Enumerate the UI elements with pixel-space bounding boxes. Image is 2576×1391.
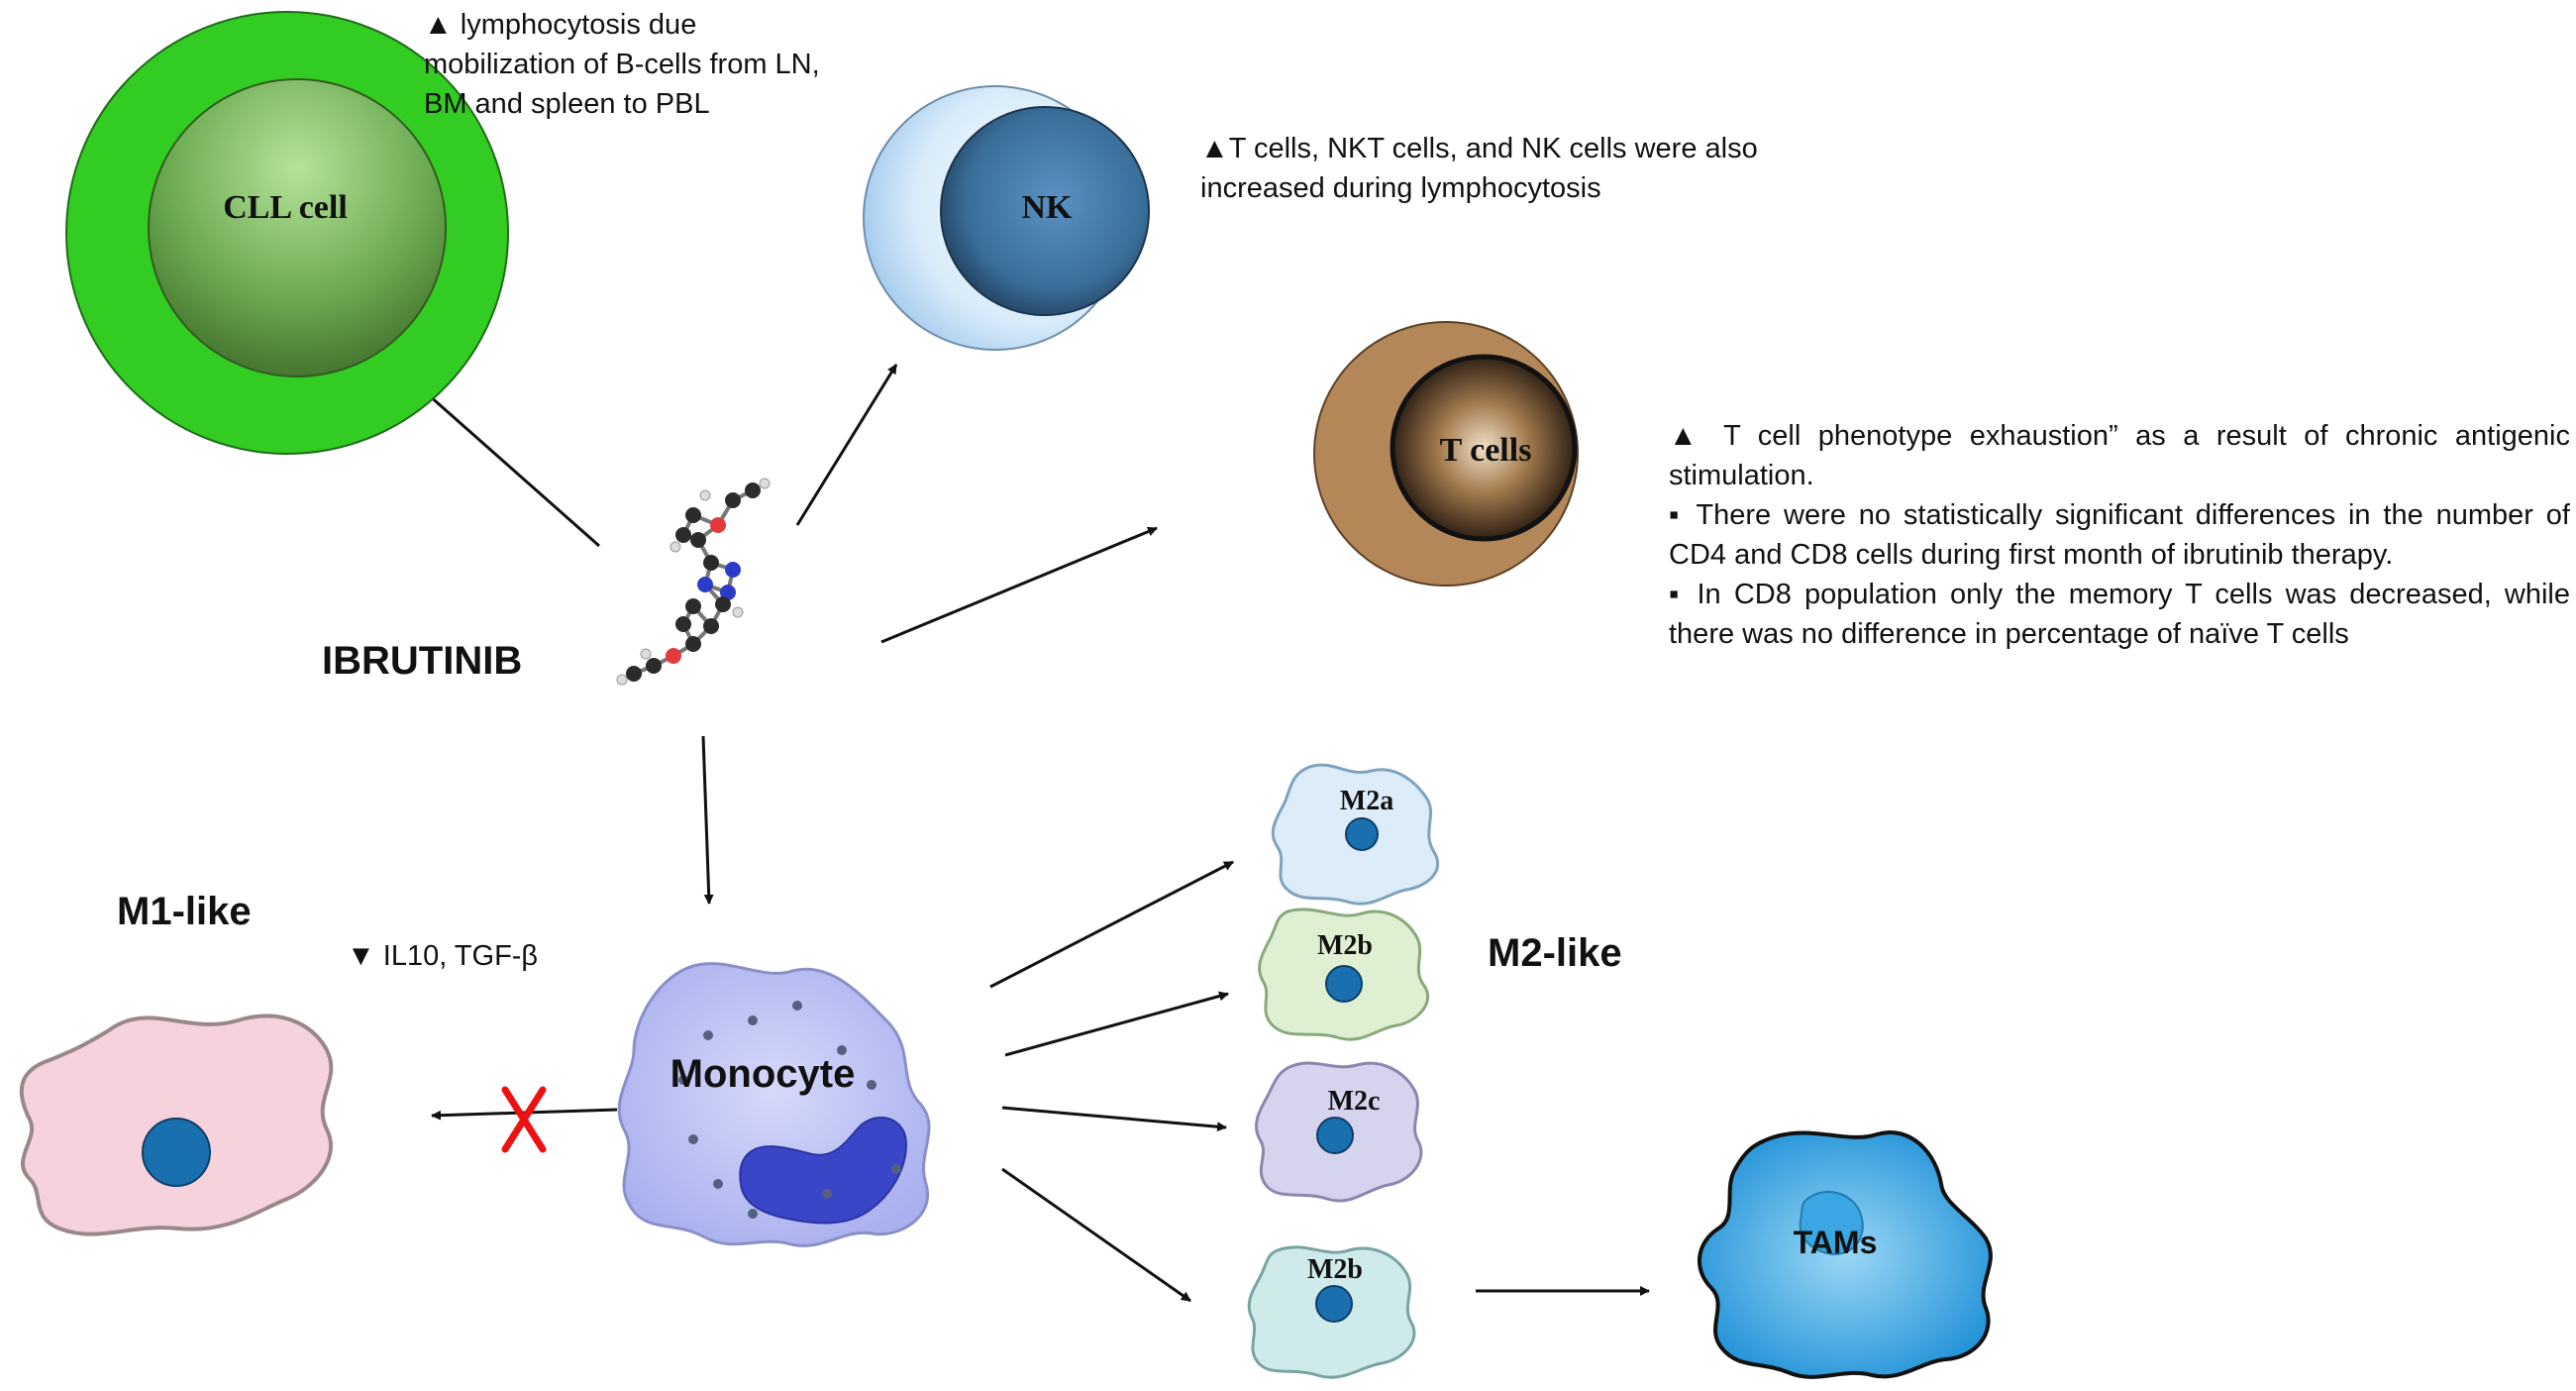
ibrutinib-molecule-icon: [616, 478, 771, 686]
m2a-macrophage: M2a: [1271, 763, 1440, 906]
nk-cell: NK: [863, 85, 1150, 351]
tams-label: TAMs: [1794, 1225, 1878, 1260]
ibrutinib-label: IBRUTINIB: [322, 639, 523, 683]
arrow-to-m2a: [989, 860, 1234, 989]
monocyte-label: Monocyte: [670, 1052, 856, 1096]
monocyte-nucleus: [739, 1116, 908, 1225]
arrow-to-cll: [419, 385, 600, 548]
monocyte-cell: Monocyte: [617, 962, 931, 1247]
m2a-nucleus: [1345, 817, 1379, 851]
m1-like-label: M1-like: [117, 890, 252, 933]
arrow-to-m2b-top: [1004, 991, 1229, 1057]
tcell-nucleus: [1390, 354, 1578, 542]
m2b-macrophage-bottom: M2b: [1247, 1245, 1416, 1379]
arrow-to-m2c: [1001, 1106, 1227, 1132]
m1-nucleus: [142, 1118, 211, 1187]
nk-nucleus: [940, 106, 1150, 316]
tams-cell: TAMs: [1697, 1130, 1993, 1379]
m2c-nucleus: [1316, 1117, 1354, 1154]
arrow-to-nk: [795, 364, 898, 526]
m2c-macrophage: M2c: [1255, 1061, 1423, 1203]
tams-nucleus: [1799, 1190, 1864, 1255]
nk-label: NK: [1022, 189, 1074, 226]
nk-note-text: ▲T cells, NKT cells, and NK cells were a…: [1200, 133, 1758, 204]
cll-note-text: ▲ lymphocytosis due mobilization of B-ce…: [424, 9, 820, 120]
m1-note: ▼ IL10, TGF-β: [347, 936, 743, 976]
tcell-note-3: ▪ In CD8 population only the memory T ce…: [1669, 579, 2570, 650]
m2b-bottom-nucleus: [1315, 1285, 1353, 1323]
cll-note: ▲ lymphocytosis due mobilization of B-ce…: [424, 5, 820, 124]
t-cell: T cells: [1313, 321, 1579, 587]
blocked-differentiation-icon: [501, 1086, 547, 1153]
tcell-note-2: ▪ There were no statistically significan…: [1669, 499, 2570, 571]
tcells-label: T cells: [1440, 432, 1532, 469]
cll-nucleus: [148, 78, 447, 377]
m2b-bottom-label: M2b: [1307, 1254, 1363, 1285]
monocyte-granules: [678, 1001, 901, 1219]
tams-cell-body: [1697, 1130, 1993, 1379]
m1-note-text: ▼ IL10, TGF-β: [347, 940, 539, 972]
arrow-to-monocyte: [701, 735, 714, 905]
m2-like-label: M2-like: [1488, 931, 1622, 975]
tcell-notes: ▲ T cell phenotype exhaustion” as a resu…: [1669, 416, 2570, 654]
tcell-note-1: ▲ T cell phenotype exhaustion” as a resu…: [1669, 420, 2570, 491]
m2b-macrophage-top: M2b: [1258, 908, 1430, 1041]
m2a-label: M2a: [1340, 786, 1393, 816]
arrow-to-tcells: [880, 526, 1158, 644]
arrow-to-m2b-bottom: [1001, 1167, 1191, 1303]
m2b-top-label: M2b: [1317, 930, 1373, 961]
m2b-top-nucleus: [1325, 965, 1363, 1003]
cll-cell: CLL cell: [65, 11, 509, 455]
m2c-label: M2c: [1328, 1086, 1381, 1117]
m1-macrophage: [19, 1014, 334, 1236]
nk-note: ▲T cells, NKT cells, and NK cells were a…: [1200, 129, 1795, 208]
cll-cell-label: CLL cell: [223, 189, 348, 226]
